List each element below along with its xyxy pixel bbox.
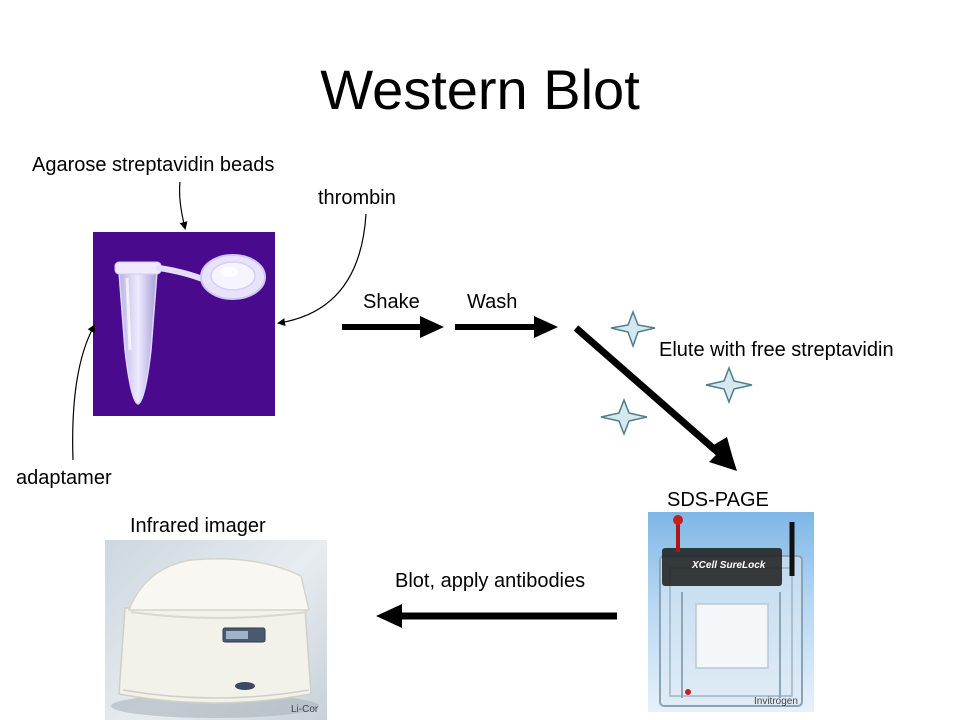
streptavidin-star-icon [610, 309, 656, 349]
pointer-adaptamer [72, 324, 95, 461]
credit-invitrogen: Invitrogen [754, 696, 798, 707]
wash-arrow [455, 316, 558, 338]
tube-image-panel [93, 232, 275, 416]
credit-licor: Li-Cor [291, 704, 319, 715]
label-elute: Elute with free streptavidin [659, 339, 894, 361]
gel-brand-label: XCell SureLock [692, 560, 766, 571]
label-agarose-beads: Agarose streptavidin beads [32, 154, 275, 176]
label-adaptamer: adaptamer [16, 467, 112, 489]
shake-arrow [342, 316, 444, 338]
gel-apparatus-image: XCell SureLock Invitrogen [648, 512, 814, 712]
infrared-imager-image: Li-Cor [105, 540, 327, 720]
streptavidin-star-icon [705, 365, 753, 405]
label-wash: Wash [467, 291, 518, 313]
elute-arrow [573, 325, 737, 471]
label-blot-antibodies: Blot, apply antibodies [395, 570, 586, 592]
streptavidin-star-icon [600, 397, 648, 437]
page-title: Western Blot [320, 58, 640, 121]
label-shake: Shake [363, 291, 420, 313]
label-infrared-imager: Infrared imager [130, 515, 266, 537]
gel-tank-icon [659, 515, 803, 707]
imager-device-icon [111, 557, 319, 718]
microcentrifuge-tube-icon [114, 254, 266, 405]
pointer-thrombin [277, 213, 367, 326]
blot-arrow [376, 604, 617, 628]
label-thrombin: thrombin [318, 187, 396, 209]
pointer-beads [178, 181, 188, 230]
label-sds-page: SDS-PAGE [667, 489, 769, 511]
